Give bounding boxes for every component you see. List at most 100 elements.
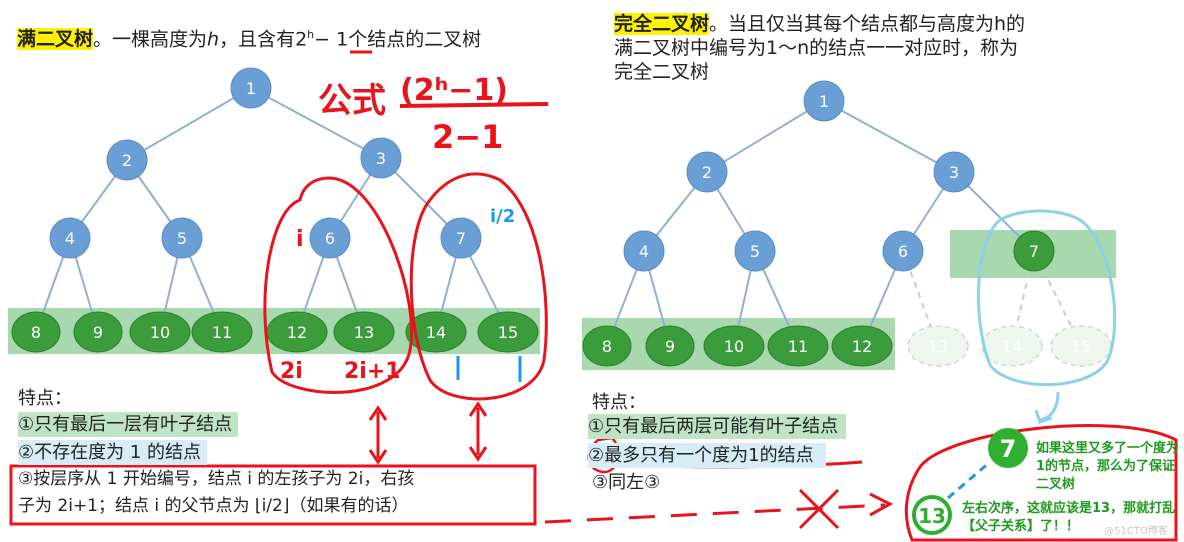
left-node-4-shape [49, 217, 91, 259]
note-badge-13 [912, 495, 952, 535]
left-feature-3-line1: ③按层序从 1 开始编号，结点 i 的左孩子为 2i，右孩 [18, 469, 415, 489]
watermark: @51CTO博客 [1104, 526, 1168, 537]
left-node-1-shape [230, 67, 272, 109]
left-node-11-label: 11 [212, 323, 232, 342]
title-right-line1: 。当且仅当其每个结点都与高度为h的 [709, 13, 1026, 35]
right-node-13-shape [907, 325, 969, 367]
right-features-heading: 特点： [592, 392, 646, 413]
right-node-1-label: 1 [819, 92, 829, 111]
formula-annotation: 公式 (2ʰ−1) 2−1 [318, 50, 549, 156]
right-node-2-shape [686, 151, 728, 193]
right-node-4: 4 [623, 230, 665, 272]
left-node-1: 1 [230, 67, 272, 109]
subtree-7-loop [409, 172, 548, 401]
right-node-9: 9 [645, 325, 695, 367]
note-badge-13-text: 13 [918, 504, 946, 528]
left-node-6: 6 [309, 217, 351, 259]
right-node-8: 8 [582, 325, 632, 367]
note-badge-7 [988, 428, 1028, 468]
right-node-14-label: 14 [1002, 337, 1022, 356]
left-node-2: 2 [106, 139, 148, 181]
right-edge-1-2 [706, 100, 825, 173]
right-node-7: 7 [1013, 230, 1055, 272]
left-node-15-label: 15 [498, 323, 518, 342]
right-node-11-shape [767, 325, 829, 367]
left-node-10-shape [129, 311, 191, 353]
left-node-3: 3 [360, 137, 402, 179]
subtree-6-loop [263, 176, 413, 394]
left-node-5-label: 5 [177, 229, 187, 248]
title-right-line2: 满二叉树中编号为1～n的结点一一对应时，称为 [614, 37, 1019, 59]
right-node-12-label: 12 [852, 337, 872, 356]
left-edge-1-3 [250, 87, 382, 159]
right-node-13: 13 [907, 325, 969, 367]
right-node-11-label: 11 [788, 337, 808, 356]
left-node-14-label: 14 [426, 323, 446, 342]
left-node-7: 7 [440, 217, 482, 259]
right-node-6-shape [882, 230, 924, 272]
left-node-7-shape [440, 217, 482, 259]
note-loop [904, 424, 1178, 542]
left-node-4-label: 4 [65, 229, 75, 248]
left-node-11: 11 [191, 311, 253, 353]
blue-down-arrowhead [1034, 409, 1053, 424]
label-i-half: i/2 [490, 206, 515, 227]
complete-binary-tree-title-highlight: 完全二叉树 [614, 13, 710, 35]
left-node-13-label: 13 [354, 323, 374, 342]
right-node-5-shape [734, 230, 776, 272]
right-node-12-shape [831, 325, 893, 367]
badge-link [947, 460, 991, 500]
right-node-4-label: 4 [639, 242, 649, 261]
right-feature-2: ②最多只有一个度为1的结点 [588, 443, 826, 468]
right-node-3-shape [933, 151, 975, 193]
formula-numerator: (2ʰ−1) [400, 73, 508, 108]
right-node-6: 6 [882, 230, 924, 272]
right-node-9-shape [645, 325, 695, 367]
left-features-heading: 特点： [18, 388, 72, 409]
double-arrow-left [368, 405, 388, 465]
left-node-10-label: 10 [150, 323, 170, 342]
right-tree-edges [606, 100, 1035, 347]
right-node-12: 12 [831, 325, 893, 367]
left-node-2-label: 2 [122, 151, 132, 170]
title-text-c: − 1个结点的二叉树 [314, 28, 482, 51]
right-node-13-label: 13 [928, 337, 948, 356]
complete-binary-tree-title: 完全二叉树。当且仅当其每个结点都与高度为h的 满二叉树中编号为1～n的结点一一对… [614, 12, 1094, 84]
left-node-6-shape [309, 217, 351, 259]
left-node-7-label: 7 [456, 229, 466, 248]
right-node-8-shape [582, 325, 632, 367]
left-node-9: 9 [73, 311, 123, 353]
left-node-12-label: 12 [287, 323, 307, 342]
left-node-4: 4 [49, 217, 91, 259]
left-node-2-shape [106, 139, 148, 181]
note-text-bottom: 左右次序，这就应该是13，那就打乱【父子关系】了！！ [962, 501, 1176, 534]
note-badge-7-text: 7 [1000, 435, 1017, 463]
left-node-15-shape [477, 311, 539, 353]
left-node-15: 15 [477, 311, 539, 353]
right-node-14-shape [981, 325, 1043, 367]
cross-mark-b [798, 488, 840, 530]
title-text-a: 。一棵高度为 [93, 28, 208, 51]
full-binary-tree-title-highlight: 满二叉树 [17, 28, 94, 51]
feature3-box [9, 464, 537, 526]
double-arrow-right [468, 401, 488, 462]
right-node-5: 5 [734, 230, 776, 272]
left-node-9-label: 9 [93, 323, 103, 342]
left-node-11-shape [191, 311, 253, 353]
left-node-14: 14 [405, 311, 467, 353]
right-node-14: 14 [981, 325, 1043, 367]
right-edge-1-3 [823, 100, 955, 173]
right-node-7-shape [1013, 230, 1055, 272]
title-sup: h [307, 28, 315, 41]
left-feature-2: ②不存在度为 1 的结点 [18, 440, 208, 465]
blue-down-arrow [1039, 391, 1060, 422]
left-node-10: 10 [129, 311, 191, 353]
right-node-10-label: 10 [724, 337, 744, 356]
right-node-3-label: 3 [949, 163, 959, 182]
right-node-7-label: 7 [1029, 242, 1039, 261]
formula-label: 公式 [318, 81, 386, 121]
formula-denominator: 2−1 [432, 118, 503, 156]
right-feature-1: ①只有最后两层可能有叶子结点 [588, 414, 847, 439]
